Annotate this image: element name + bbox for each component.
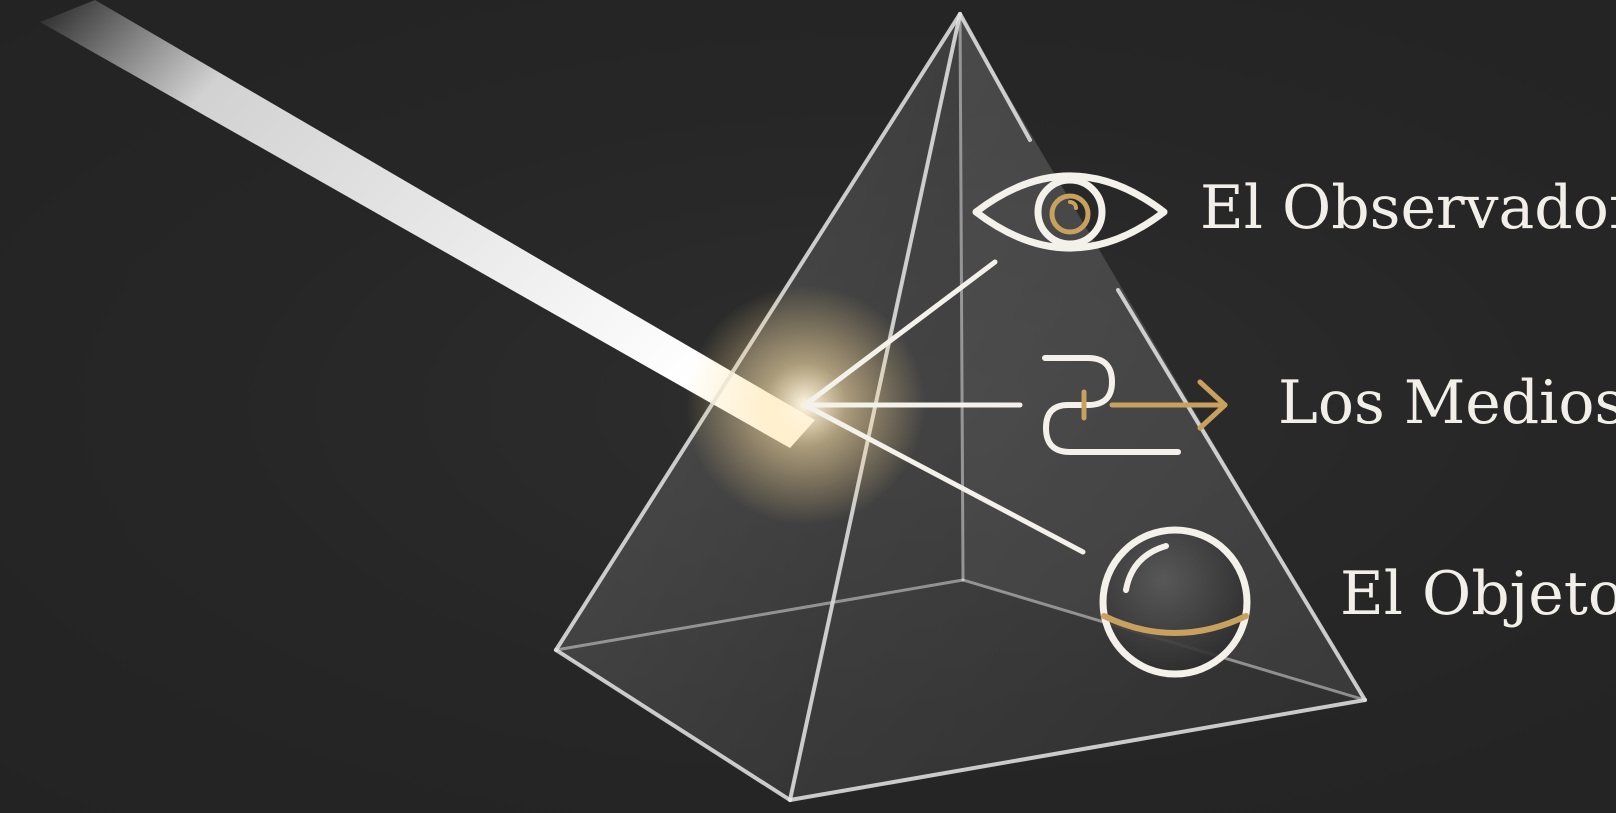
sphere-icon [1103, 530, 1247, 674]
object-label: El Objeto [1340, 564, 1616, 624]
observer-label: El Observador [1200, 178, 1616, 238]
media-label: Los Medios [1278, 373, 1616, 433]
